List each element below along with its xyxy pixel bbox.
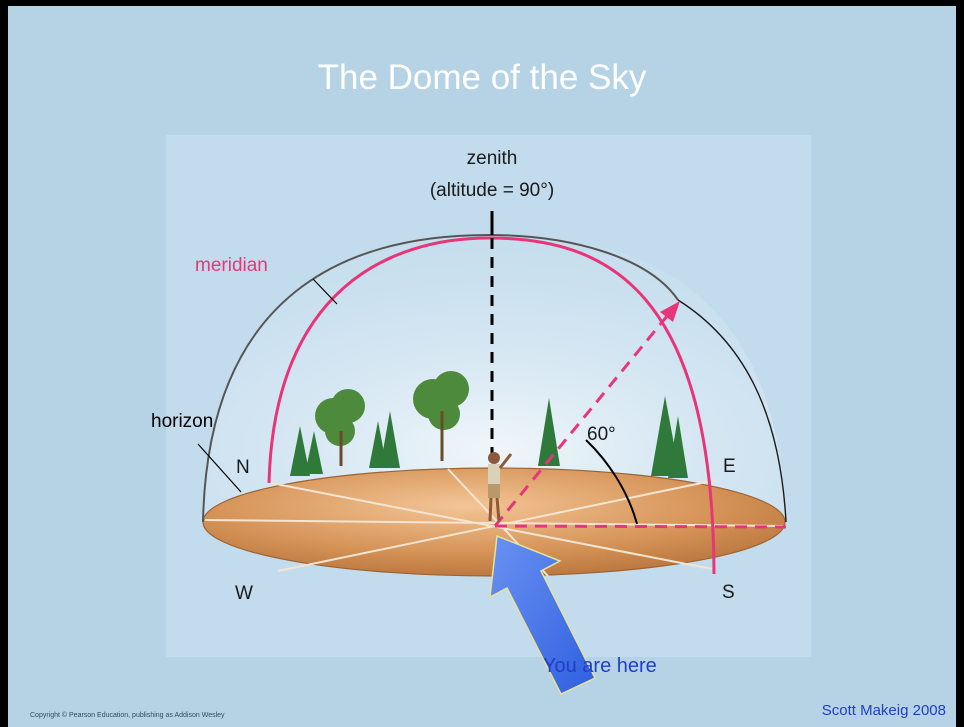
angle-label: 60°	[587, 424, 616, 445]
you-are-here-label: You are here	[543, 655, 657, 677]
altitude-arrowhead	[660, 301, 680, 322]
observer-figure	[488, 452, 513, 522]
altitude-label: (altitude = 90°)	[430, 180, 554, 201]
horizon-leader	[197, 443, 242, 493]
south-label: S	[722, 582, 735, 603]
zenith-label: zenith	[467, 148, 518, 169]
dome-interior	[203, 235, 786, 522]
slide: The Dome of the Sky	[8, 6, 956, 727]
north-label: N	[236, 457, 250, 478]
you-are-here-arrow	[489, 534, 597, 695]
horizon-label: horizon	[151, 411, 213, 432]
author-credit: Scott Makeig 2008	[821, 702, 946, 719]
horizon-sightline	[494, 524, 787, 529]
copyright-notice: Copyright © Pearson Education, publishin…	[30, 712, 225, 719]
west-label: W	[235, 583, 253, 604]
dome-outline	[202, 233, 679, 523]
meridian-leader	[312, 278, 338, 305]
east-label: E	[723, 456, 736, 477]
slide-title: The Dome of the Sky	[317, 58, 647, 97]
altitude-sightline	[493, 309, 674, 527]
sky-dome-diagram: zenith (altitude = 90°) meridian horizon…	[151, 148, 787, 695]
meridian-arc	[267, 236, 716, 575]
trees	[290, 371, 688, 478]
angle-arc	[585, 439, 638, 525]
dome-outline-east	[677, 299, 787, 523]
meridian-label: meridian	[195, 255, 268, 276]
